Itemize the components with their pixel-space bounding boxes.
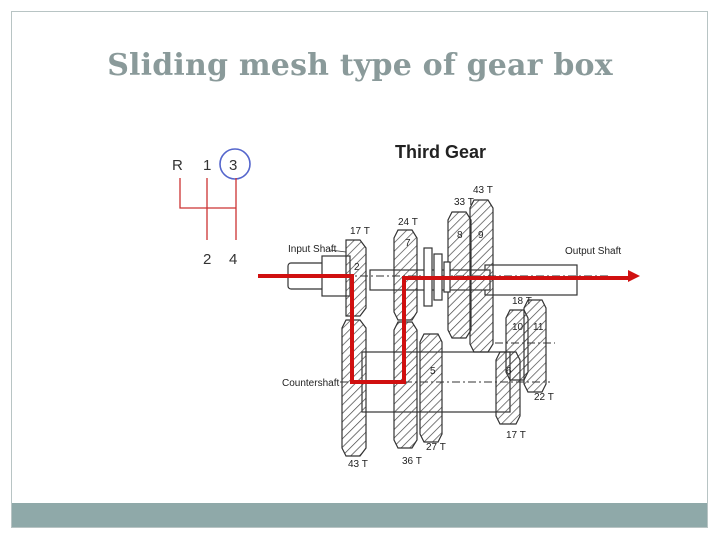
output-shaft-label: Output Shaft <box>565 246 621 257</box>
tooth-label-17-top: 17 T <box>350 226 370 237</box>
diagram-heading: Third Gear <box>395 142 486 162</box>
shift-label-3: 3 <box>229 157 237 174</box>
tooth-label-27: 27 T <box>426 442 446 453</box>
gear-5 <box>419 333 443 443</box>
tooth-label-43-top: 43 T <box>473 185 493 196</box>
tooth-label-33: 33 T <box>454 197 474 208</box>
shift-label-1: 1 <box>203 157 211 174</box>
tooth-label-36: 36 T <box>402 456 422 467</box>
gear-cs-43 <box>341 319 367 457</box>
shift-gate-lines <box>179 178 237 240</box>
gear-6 <box>495 351 521 425</box>
power-flow-arrow <box>628 270 640 282</box>
tooth-label-17-bottom: 17 T <box>506 430 526 441</box>
gear-number-11: 11 <box>533 322 544 333</box>
gear-number-6: 6 <box>506 366 512 377</box>
shift-pattern: R 1 3 2 4 <box>172 148 251 268</box>
slide-title: Sliding mesh type of gear box <box>107 48 613 83</box>
shift-label-4: 4 <box>229 251 237 268</box>
gear-7 <box>393 229 418 321</box>
gear-number-7: 7 <box>405 238 411 249</box>
gear-cs-36 <box>393 321 418 449</box>
gear-number-2: 2 <box>354 262 360 273</box>
shift-label-2: 2 <box>203 251 211 268</box>
gear-number-9: 9 <box>478 230 484 241</box>
tooth-label-18: 18 T <box>512 296 532 307</box>
input-shaft-label: Input Shaft <box>288 244 337 255</box>
gear-8 <box>447 211 472 339</box>
shift-label-r: R <box>172 157 183 174</box>
gear-number-10: 10 <box>512 322 524 333</box>
selected-gear-ring <box>219 148 251 180</box>
gear-number-5: 5 <box>430 366 436 377</box>
tooth-label-22: 22 T <box>534 392 554 403</box>
tooth-label-24: 24 T <box>398 217 418 228</box>
tooth-label-43-bottom: 43 T <box>348 459 368 470</box>
power-flow-path <box>258 274 628 384</box>
gear-11 <box>523 299 547 393</box>
gear-number-8: 8 <box>457 230 463 241</box>
countershaft-label: Countershaft <box>282 378 339 389</box>
footer-bar <box>12 503 707 527</box>
